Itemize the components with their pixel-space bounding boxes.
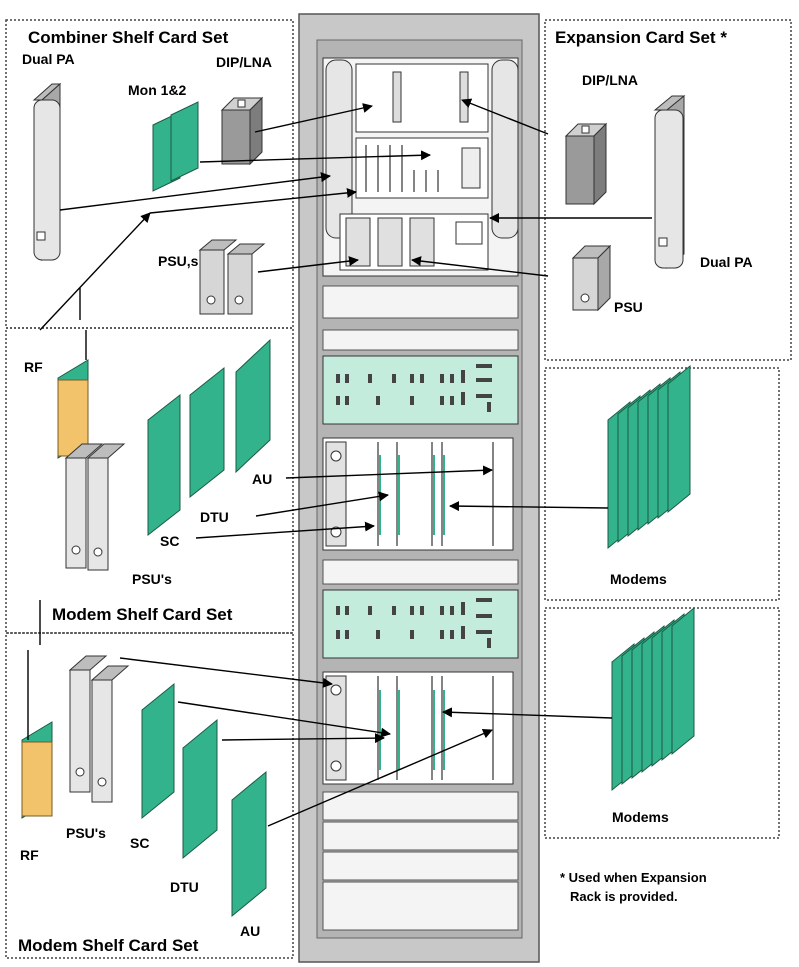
upper-dtu-label: DTU: [200, 509, 229, 525]
combiner-psu-label: PSU,s: [158, 253, 199, 269]
lower-au-label: AU: [240, 923, 260, 939]
combiner-dual-pa-module: [34, 84, 60, 260]
lower-sc-card: [142, 684, 174, 818]
lower-modem-section-title: Modem Shelf Card Set: [18, 936, 199, 955]
lower-sc-label: SC: [130, 835, 149, 851]
lower-dtu-label: DTU: [170, 879, 199, 895]
modems-stack-lower: [612, 608, 694, 790]
modem-card: [672, 608, 694, 754]
modems-stack-upper: [608, 366, 690, 548]
expansion-dual-pa-label: Dual PA: [700, 254, 753, 270]
upper-rf-label: RF: [24, 359, 43, 375]
lower-au-card: [232, 772, 266, 916]
expansion-note-line1: * Used when Expansion: [560, 870, 707, 885]
modem-card: [668, 366, 690, 512]
upper-modem-shelf: [323, 438, 513, 550]
lower-psu-modules: [70, 656, 128, 802]
expansion-dual-pa-module: [655, 96, 684, 268]
upper-psu-label: PSU's: [132, 571, 172, 587]
combiner-mon-label: Mon 1&2: [128, 82, 187, 98]
expansion-dip-lna-module: [566, 124, 606, 204]
combiner-section-title: Combiner Shelf Card Set: [28, 28, 229, 47]
upper-dtu-card: [190, 368, 224, 497]
upper-sc-label: SC: [160, 533, 179, 549]
lower-modems-label: Modems: [612, 809, 669, 825]
rack-cabinet: [299, 14, 539, 962]
combiner-dip-lna-module: [222, 98, 262, 164]
expansion-note-line2: Rack is provided.: [570, 889, 678, 904]
lower-rf-card: [22, 722, 52, 818]
combiner-psu-modules: [200, 240, 264, 314]
combiner-monitor-cards: [153, 102, 198, 191]
upper-au-card: [236, 340, 270, 472]
combiner-dual-pa-label: Dual PA: [22, 51, 75, 67]
lower-rf-label: RF: [20, 847, 39, 863]
upper-rf-card: [58, 360, 88, 458]
lower-psu-label: PSU's: [66, 825, 106, 841]
upper-modems-label: Modems: [610, 571, 667, 587]
upper-psu-modules: [66, 444, 124, 570]
expansion-section-title: Expansion Card Set *: [555, 28, 727, 47]
upper-au-label: AU: [252, 471, 272, 487]
lower-dtu-card: [183, 720, 217, 858]
upper-sc-card: [148, 395, 180, 535]
upper-modem-section-title: Modem Shelf Card Set: [52, 605, 233, 624]
expansion-psu-label: PSU: [614, 299, 643, 315]
combiner-dip-lna-label: DIP/LNA: [216, 54, 272, 70]
expansion-dip-lna-label: DIP/LNA: [582, 72, 638, 88]
expansion-psu-module: [573, 246, 610, 310]
